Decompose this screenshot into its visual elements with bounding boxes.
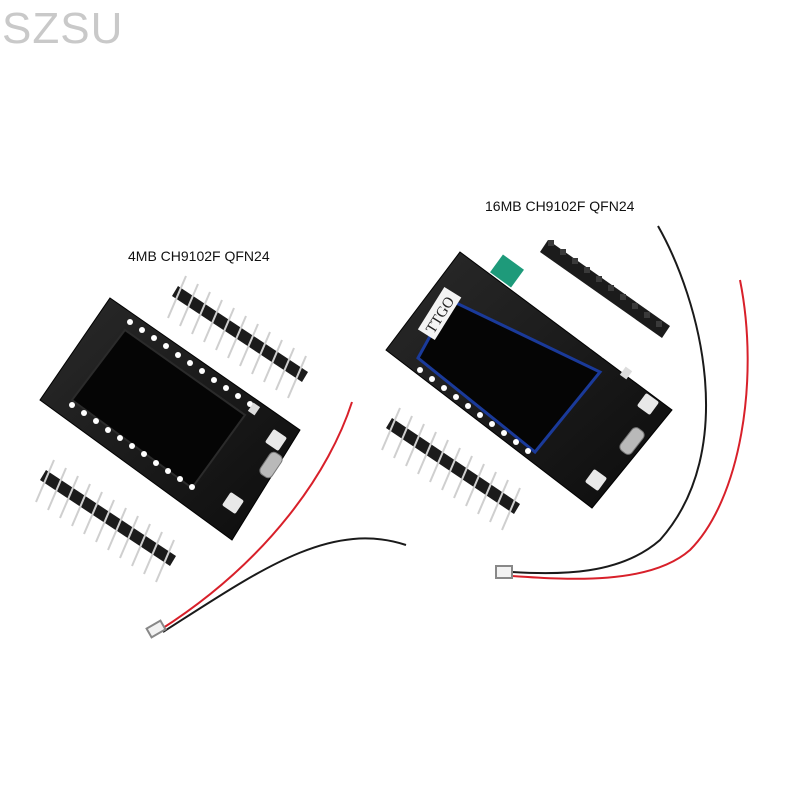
board-4mb <box>39 297 301 541</box>
pin-header-16mb-bottom <box>381 407 521 531</box>
pin-holes-bottom <box>417 367 531 454</box>
pin-header-16mb-top <box>540 240 670 338</box>
pin-holes-top <box>127 319 253 407</box>
battery-connector <box>619 366 633 380</box>
pin-header-4mb-bottom <box>35 459 176 583</box>
usb-c-port <box>259 451 283 479</box>
battery-connector <box>247 402 261 416</box>
board-marking-box <box>417 286 462 340</box>
pin-holes-bottom <box>69 402 195 490</box>
button-boot <box>637 393 659 415</box>
button-reset <box>585 469 607 491</box>
usb-c-port <box>619 427 645 455</box>
jst-connector <box>495 565 513 579</box>
board-16mb: TTGO <box>385 251 673 509</box>
pin-header-4mb-top <box>167 275 308 399</box>
button-boot <box>265 429 287 451</box>
button-reset <box>222 492 244 514</box>
pin-holes-top <box>517 289 607 358</box>
product-label-16mb: 16MB CH9102F QFN24 <box>485 198 635 214</box>
product-label-4mb: 4MB CH9102F QFN24 <box>128 248 270 264</box>
battery-cable-4mb <box>145 401 407 639</box>
antenna-module <box>490 254 524 288</box>
lcd-screen <box>416 298 603 455</box>
watermark-text: SZSU <box>2 4 124 53</box>
battery-cable-16mb <box>495 225 749 580</box>
